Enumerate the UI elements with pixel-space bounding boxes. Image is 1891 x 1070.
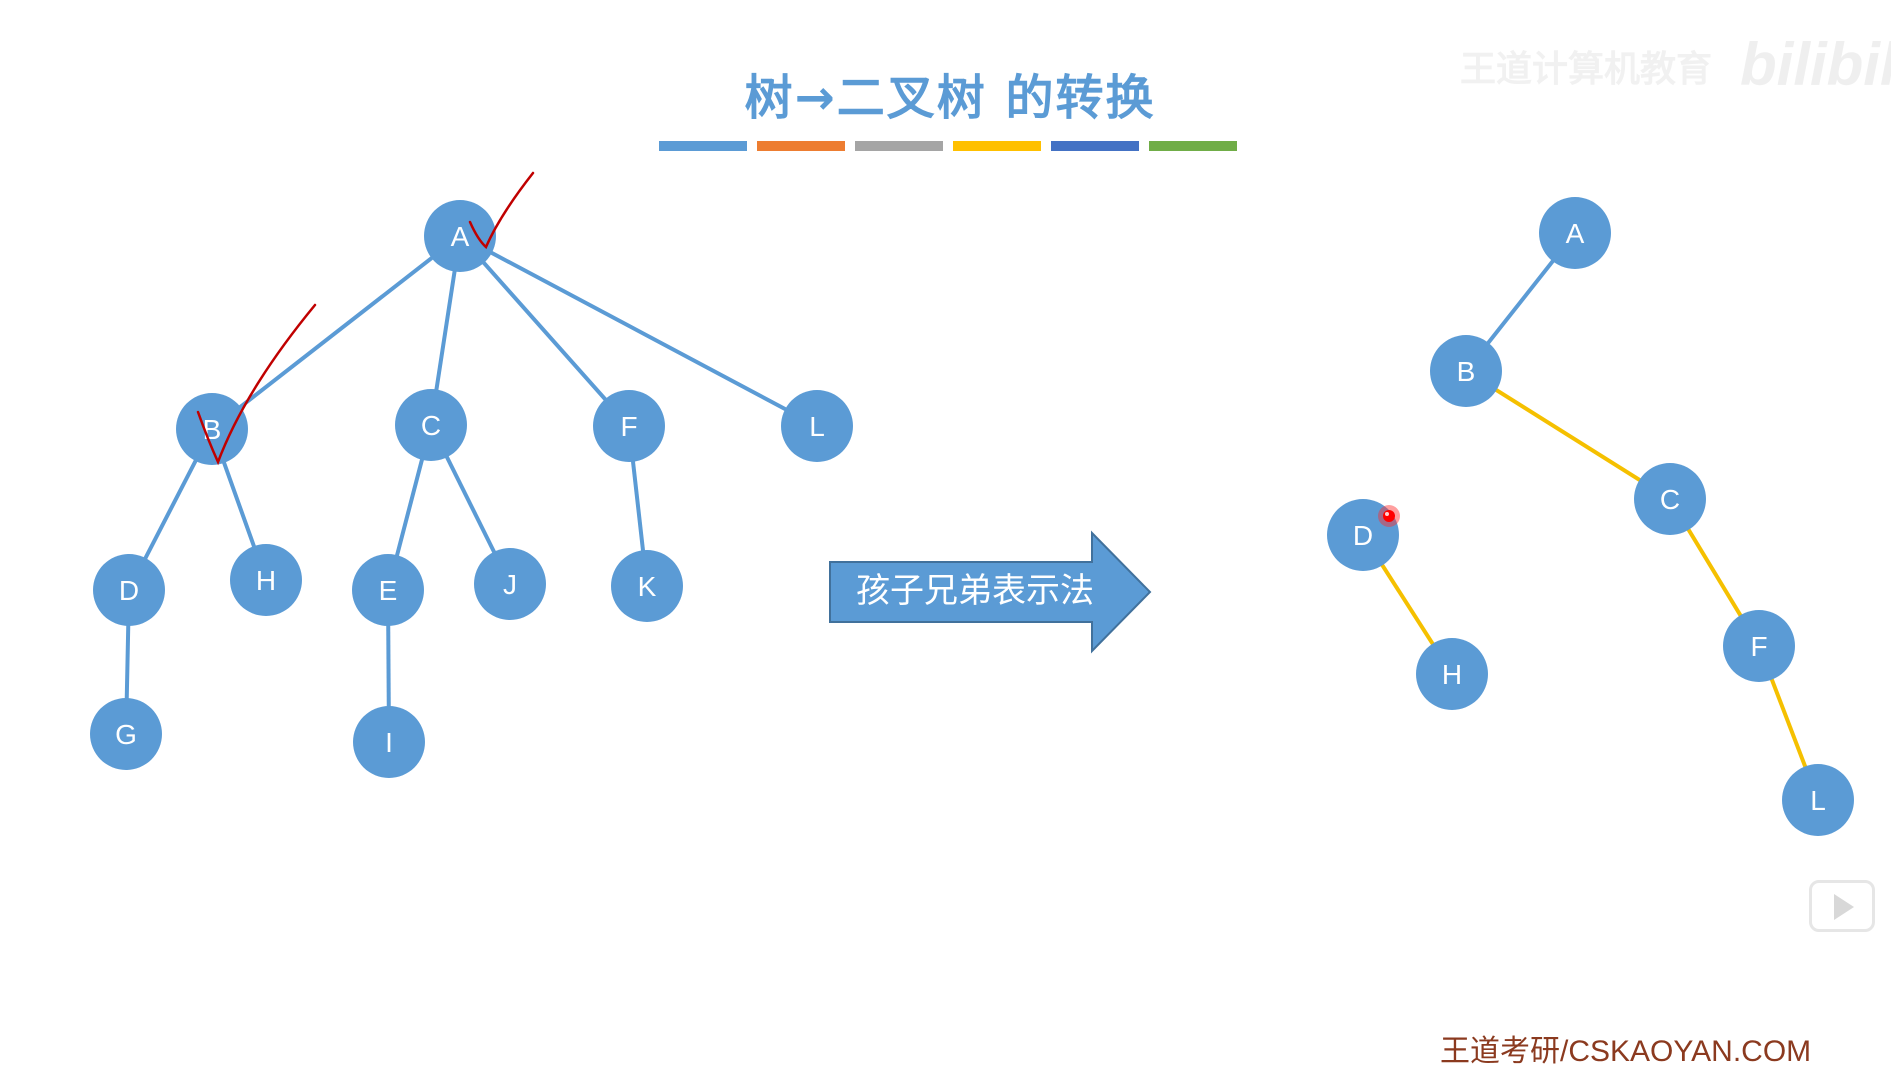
- binary-node-a: A: [1539, 197, 1611, 269]
- transform-arrow: 孩子兄弟表示法: [829, 530, 1152, 654]
- node-circle: [1723, 610, 1795, 682]
- tree-node-a: A: [424, 200, 496, 272]
- node-circle: [352, 554, 424, 626]
- color-bar-segment: [1149, 141, 1237, 151]
- node-label: C: [421, 410, 441, 441]
- node-label: H: [1442, 659, 1462, 690]
- tree-node-j: J: [474, 548, 546, 620]
- node-label: K: [638, 571, 657, 602]
- node-label: C: [1660, 484, 1680, 515]
- laser-pointer-icon: [1378, 505, 1400, 527]
- binary-edge: [1464, 369, 1672, 501]
- node-circle: [1430, 335, 1502, 407]
- node-circle: [593, 390, 665, 462]
- color-bar-segment: [855, 141, 943, 151]
- tree-edge: [210, 234, 462, 431]
- check-mark-icon: [468, 171, 535, 250]
- node-circle: [395, 389, 467, 461]
- color-bar: [659, 141, 1237, 151]
- node-label: L: [809, 411, 825, 442]
- node-label: J: [503, 569, 517, 600]
- check-marks: [196, 171, 535, 466]
- node-circle: [230, 544, 302, 616]
- node-label: F: [620, 411, 637, 442]
- tree-node-b: B: [176, 393, 248, 465]
- node-circle: [93, 554, 165, 626]
- node-circle: [1327, 499, 1399, 571]
- node-label: A: [1566, 218, 1585, 249]
- original-tree-nodes: A B C F L D H E J K G I: [90, 200, 853, 778]
- check-mark-icon: [196, 303, 317, 466]
- watermark-text: 王道计算机教育: [1460, 48, 1713, 89]
- color-bar-segment: [953, 141, 1041, 151]
- tree-node-c: C: [395, 389, 467, 461]
- node-label: A: [451, 221, 470, 252]
- node-label: L: [1810, 785, 1826, 816]
- bilibili-logo: bilibili: [1740, 31, 1891, 98]
- node-circle: [90, 698, 162, 770]
- binary-node-c: C: [1634, 463, 1706, 535]
- tree-edge: [459, 234, 818, 428]
- binary-node-d: D: [1327, 499, 1399, 571]
- binary-node-h: H: [1416, 638, 1488, 710]
- color-bar-segment: [659, 141, 747, 151]
- node-label: E: [379, 575, 398, 606]
- binary-node-b: B: [1430, 335, 1502, 407]
- node-label: I: [385, 727, 393, 758]
- node-circle: [1634, 463, 1706, 535]
- node-label: D: [119, 575, 139, 606]
- node-label: H: [256, 565, 276, 596]
- binary-tree-nodes: A B C D H F L: [1327, 197, 1854, 836]
- node-circle: [474, 548, 546, 620]
- node-circle: [781, 390, 853, 462]
- slide-title: 树→二叉树 的转换: [744, 70, 1156, 126]
- tree-node-g: G: [90, 698, 162, 770]
- play-button[interactable]: [1809, 880, 1875, 932]
- node-label: B: [1457, 356, 1476, 387]
- node-circle: [1539, 197, 1611, 269]
- play-icon: [1834, 894, 1854, 920]
- node-label: F: [1750, 631, 1767, 662]
- tree-node-d: D: [93, 554, 165, 626]
- node-circle: [353, 706, 425, 778]
- node-circle: [424, 200, 496, 272]
- tree-node-l: L: [781, 390, 853, 462]
- footer-brand: 王道考研/CSKAOYAN.COM: [1440, 1035, 1812, 1068]
- tree-node-f: F: [593, 390, 665, 462]
- tree-node-h: H: [230, 544, 302, 616]
- node-circle: [1416, 638, 1488, 710]
- tree-node-i: I: [353, 706, 425, 778]
- node-circle: [176, 393, 248, 465]
- color-bar-segment: [757, 141, 845, 151]
- binary-node-l: L: [1782, 764, 1854, 836]
- binary-node-f: F: [1723, 610, 1795, 682]
- original-tree-edges: [124, 234, 818, 743]
- arrow-label: 孩子兄弟表示法: [856, 571, 1094, 611]
- node-circle: [611, 550, 683, 622]
- color-bar-segment: [1051, 141, 1139, 151]
- tree-edge: [458, 234, 631, 428]
- tree-node-e: E: [352, 554, 424, 626]
- node-circle: [1782, 764, 1854, 836]
- binary-tree-edges: [1361, 231, 1820, 801]
- tree-node-k: K: [611, 550, 683, 622]
- node-label: D: [1353, 520, 1373, 551]
- node-label: G: [115, 719, 137, 750]
